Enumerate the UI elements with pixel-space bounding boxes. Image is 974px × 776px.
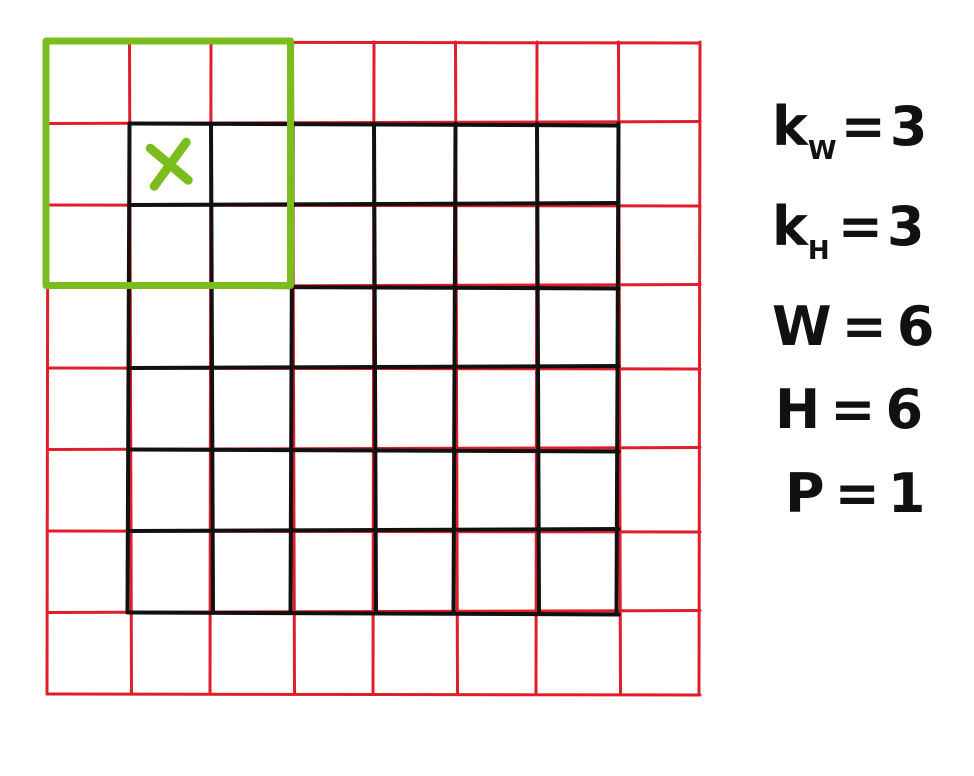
- param-w-value: 6: [897, 295, 935, 358]
- input-grid-hline: [127, 610, 621, 617]
- param-kh-symbol: k: [772, 195, 809, 258]
- param-h-value: 6: [885, 378, 923, 441]
- param-kw-eq: =: [841, 95, 886, 158]
- param-kh-eq: =: [838, 195, 883, 258]
- input-grid-vline: [614, 121, 621, 615]
- padding-grid-hline: [46, 692, 702, 697]
- param-kw-value: 3: [890, 95, 928, 158]
- param-p-eq: =: [835, 462, 880, 525]
- param-kw-subscript: W: [808, 136, 837, 166]
- param-h-eq: =: [830, 378, 875, 441]
- param-p-symbol: P: [785, 462, 825, 525]
- kernel-window: [42, 37, 294, 289]
- param-kw: kW=3: [772, 95, 927, 166]
- param-kh: kH =3: [772, 195, 925, 266]
- input-grid-hline: [127, 527, 621, 533]
- input-grid-hline: [127, 364, 621, 370]
- param-kw-symbol: k: [772, 95, 809, 158]
- param-h: H=6: [775, 378, 923, 441]
- input-grid-hline: [127, 447, 621, 454]
- param-h-symbol: H: [775, 378, 820, 441]
- param-p-value: 1: [888, 462, 926, 525]
- marker-stroke: [149, 137, 191, 191]
- param-p: P=1: [785, 462, 925, 525]
- param-w: W=6: [772, 295, 934, 358]
- padding-grid-vline: [697, 40, 702, 696]
- param-w-eq: =: [842, 295, 887, 358]
- param-kh-subscript: H: [808, 236, 830, 266]
- input-grid-vline: [451, 121, 458, 615]
- input-grid: [125, 121, 621, 617]
- param-w-symbol: W: [772, 295, 832, 358]
- param-kh-value: 3: [887, 195, 925, 258]
- output-position-marker: [145, 137, 193, 191]
- parameter-list: kW=3 kH=3 W=6 H=6 P=1: [772, 95, 934, 525]
- input-grid-vline: [535, 121, 541, 615]
